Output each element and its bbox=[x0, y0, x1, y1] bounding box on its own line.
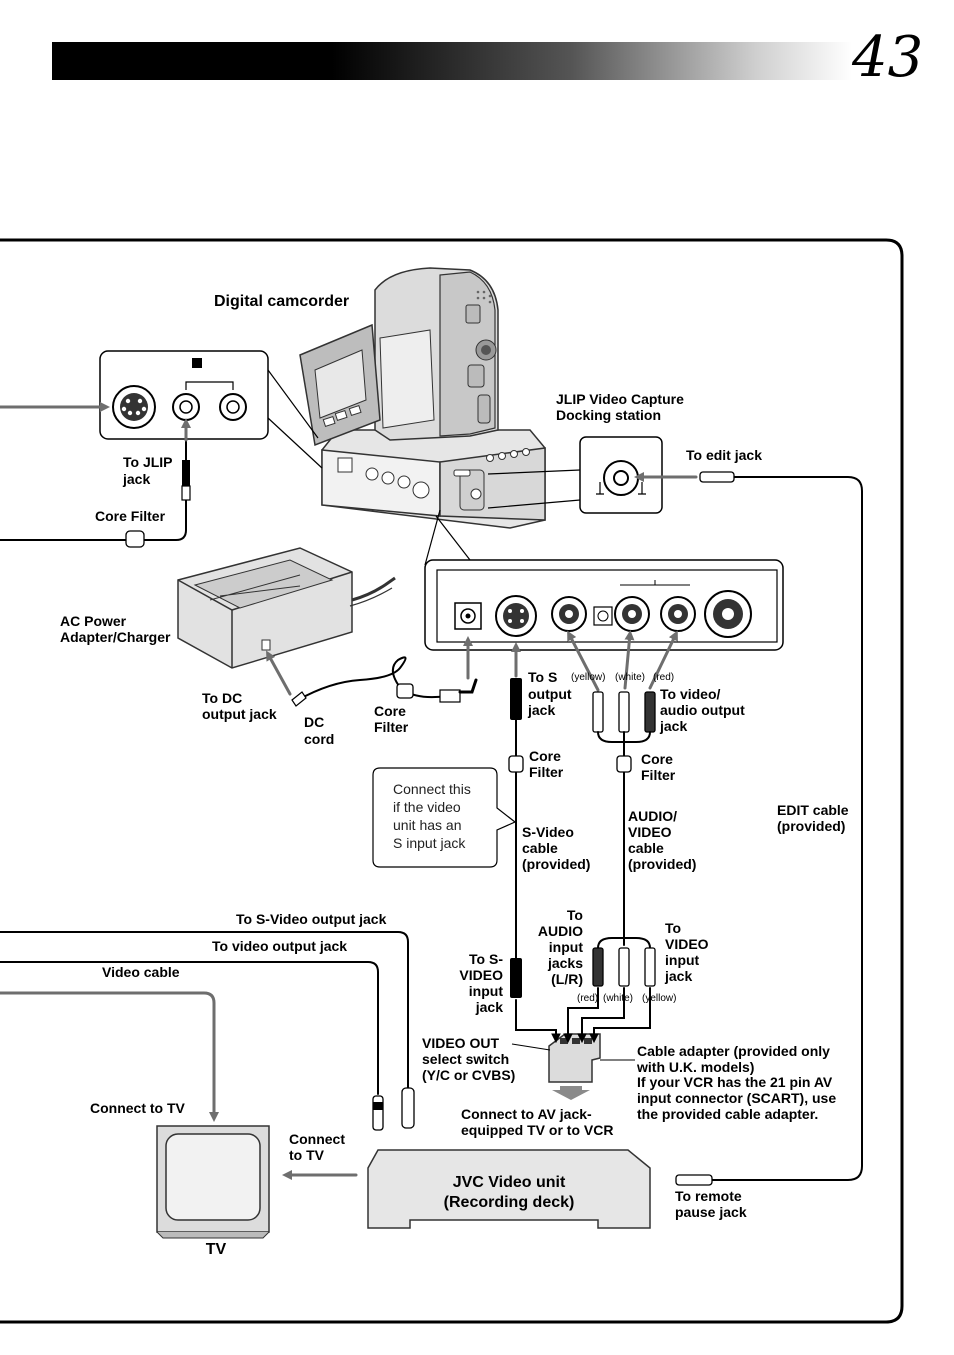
label-to-video-output: To video output jack bbox=[212, 938, 347, 954]
label-to-audio-in-2: AUDIO bbox=[538, 923, 583, 939]
label-to-s-out-3: jack bbox=[527, 702, 555, 718]
label-to-av-out-3: jack bbox=[659, 718, 687, 734]
label-to-audio-in-3: input bbox=[549, 939, 584, 955]
label-av-cable-2: VIDEO bbox=[628, 824, 672, 840]
label-video-out-sw-3: (Y/C or CVBS) bbox=[422, 1067, 515, 1083]
label-digital-camcorder: Digital camcorder bbox=[214, 293, 349, 310]
label-video-out-sw-1: VIDEO OUT bbox=[422, 1035, 499, 1051]
label-to-video-in-2: VIDEO bbox=[665, 936, 709, 952]
label-jvc-1: JVC Video unit bbox=[453, 1174, 566, 1191]
jlip-jack-detail bbox=[99, 350, 323, 469]
label-adapter-2: with U.K. models) bbox=[636, 1059, 754, 1075]
label-ac-power-2: Adapter/Charger bbox=[60, 629, 171, 645]
label-edit-cable-1: EDIT cable bbox=[777, 802, 849, 818]
label-to-video-in-3: input bbox=[665, 952, 700, 968]
label-video-cable: Video cable bbox=[102, 964, 180, 980]
ac-adapter-illustration bbox=[177, 547, 396, 669]
label-jvc-2: (Recording deck) bbox=[444, 1194, 575, 1211]
label-connect-tv-mid-1: Connect bbox=[289, 1131, 345, 1147]
tv-illustration bbox=[156, 1125, 270, 1239]
label-connect-av-1: Connect to AV jack- bbox=[461, 1106, 592, 1122]
label-svideo-cable-1: S-Video bbox=[522, 824, 574, 840]
jlip-icon bbox=[192, 358, 202, 368]
note-line-2: if the video bbox=[393, 799, 461, 815]
label-red-2: (red) bbox=[577, 993, 598, 1004]
label-to-dc-1: To DC bbox=[202, 690, 242, 706]
edit-cable bbox=[711, 476, 863, 1181]
label-core-filter-av-2: Filter bbox=[641, 767, 676, 783]
label-to-jlip-1: To JLIP bbox=[123, 454, 173, 470]
label-core-filter-dc-2: Filter bbox=[374, 719, 409, 735]
label-core-filter-s-1: Core bbox=[529, 748, 561, 764]
label-core-filter-dc-1: Core bbox=[374, 703, 406, 719]
label-to-remote-2: pause jack bbox=[675, 1204, 747, 1220]
label-to-audio-in-5: (L/R) bbox=[551, 971, 583, 987]
label-to-s-out-2: output bbox=[528, 686, 572, 702]
jvc-video-unit bbox=[367, 1149, 651, 1229]
label-to-s-in-2: VIDEO bbox=[459, 967, 503, 983]
edit-jack-detail bbox=[487, 436, 663, 514]
label-to-remote-1: To remote bbox=[675, 1188, 742, 1204]
label-dc-cord-1: DC bbox=[304, 714, 324, 730]
label-core-filter-top: Core Filter bbox=[95, 508, 166, 524]
label-adapter-4: input connector (SCART), use bbox=[637, 1090, 836, 1106]
label-yellow: (yellow) bbox=[571, 672, 605, 683]
label-connect-tv-left: Connect to TV bbox=[90, 1100, 186, 1116]
diagram-frame bbox=[0, 238, 904, 1324]
label-to-s-in-4: jack bbox=[475, 999, 503, 1015]
label-tv: TV bbox=[206, 1241, 227, 1258]
label-yellow-2: (yellow) bbox=[642, 993, 676, 1004]
label-av-cable-1: AUDIO/ bbox=[628, 808, 677, 824]
label-adapter-3: If your VCR has the 21 pin AV bbox=[637, 1074, 833, 1090]
s-video-output-cable bbox=[0, 931, 409, 1089]
note-line-4: S input jack bbox=[393, 835, 466, 851]
label-video-out-sw-2: select switch bbox=[422, 1051, 509, 1067]
label-to-audio-in-1: To bbox=[567, 907, 583, 923]
jlip-cable bbox=[0, 439, 187, 541]
video-cable-to-tv bbox=[0, 991, 219, 1122]
note-callout bbox=[372, 767, 517, 868]
label-core-filter-av-1: Core bbox=[641, 751, 673, 767]
label-to-jlip-2: jack bbox=[122, 471, 150, 487]
label-to-audio-in-4: jacks bbox=[547, 955, 583, 971]
label-av-cable-3: cable bbox=[628, 840, 664, 856]
camcorder-illustration bbox=[299, 267, 546, 529]
label-to-edit-jack: To edit jack bbox=[686, 447, 762, 463]
label-adapter-5: the provided cable adapter. bbox=[637, 1106, 818, 1122]
label-white: (white) bbox=[615, 672, 645, 683]
label-av-cable-4: (provided) bbox=[628, 856, 696, 872]
label-to-dc-2: output jack bbox=[202, 706, 277, 722]
label-to-video-in-4: jack bbox=[664, 968, 692, 984]
label-to-svideo-output: To S-Video output jack bbox=[236, 911, 387, 927]
docking-rear-panel-detail bbox=[424, 509, 784, 651]
label-adapter-1: Cable adapter (provided only bbox=[637, 1043, 830, 1059]
label-to-s-out-1: To S bbox=[528, 669, 557, 685]
label-ac-power-1: AC Power bbox=[60, 613, 127, 629]
label-core-filter-s-2: Filter bbox=[529, 764, 564, 780]
label-to-s-in-1: To S- bbox=[469, 951, 503, 967]
page-number: 43 bbox=[852, 25, 924, 90]
label-jlip-docking-2: Docking station bbox=[556, 407, 661, 423]
label-white-2: (white) bbox=[603, 993, 633, 1004]
label-svideo-cable-3: (provided) bbox=[522, 856, 590, 872]
video-output-cable bbox=[0, 961, 379, 1095]
label-jlip-docking-1: JLIP Video Capture bbox=[556, 391, 684, 407]
note-line-3: unit has an bbox=[393, 817, 462, 833]
cable-adapter bbox=[548, 1033, 601, 1100]
label-connect-tv-mid-2: to TV bbox=[289, 1147, 325, 1163]
header-bar bbox=[52, 42, 852, 80]
note-line-1: Connect this bbox=[393, 781, 471, 797]
label-connect-av-2: equipped TV or to VCR bbox=[461, 1122, 613, 1138]
label-dc-cord-2: cord bbox=[304, 731, 334, 747]
label-to-s-in-3: input bbox=[469, 983, 504, 999]
label-to-av-out-2: audio output bbox=[660, 702, 745, 718]
label-to-video-in-1: To bbox=[665, 920, 681, 936]
label-red: (red) bbox=[653, 672, 674, 683]
label-svideo-cable-2: cable bbox=[522, 840, 558, 856]
label-edit-cable-2: (provided) bbox=[777, 818, 845, 834]
av-cable bbox=[563, 630, 678, 1044]
dc-cord bbox=[297, 656, 447, 701]
label-to-av-out-1: To video/ bbox=[660, 686, 721, 702]
